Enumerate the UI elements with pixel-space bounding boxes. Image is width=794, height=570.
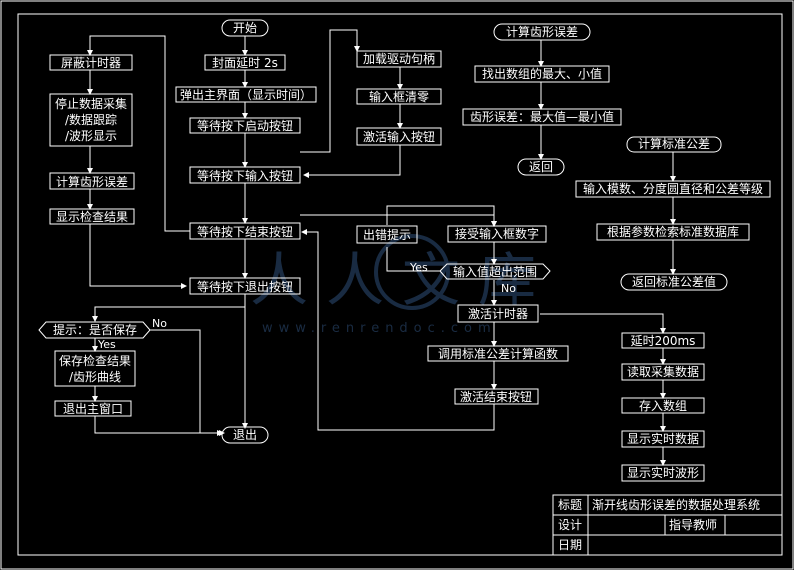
branch-labels: No Yes Yes No: [97, 261, 516, 351]
activate-end-step: 激活结束按钮: [460, 389, 532, 404]
exit-main-step: 退出主窗口: [63, 402, 123, 416]
activate-input-step: 激活输入按钮: [363, 129, 435, 144]
wait-exit-step: 等待按下退出按钮: [197, 279, 293, 294]
mask-timer-step: 屏蔽计时器: [61, 56, 121, 70]
show-main-step: 弹出主界面（显示时间）: [180, 88, 312, 102]
watermark: 人人文库 www.renrendoc.com: [250, 234, 554, 336]
calc-std-terminator: 计算标准公差: [638, 136, 710, 151]
calc-error-terminator: 计算齿形误差: [506, 24, 578, 39]
date-label: 日期: [558, 538, 582, 552]
advisor-label: 指导教师: [669, 517, 717, 532]
save-result-line1: 保存检查结果: [59, 353, 131, 368]
label-no-save: No: [152, 317, 167, 330]
stop-collect-line3: /波形显示: [65, 129, 117, 143]
read-data-step: 读取采集数据: [627, 364, 699, 379]
store-array-step: 存入数组: [639, 398, 687, 413]
inner-frame: [17, 13, 783, 556]
terminators: [221, 19, 728, 444]
return-std-terminator: 返回标准公差值: [632, 274, 716, 289]
calc-error-left-step: 计算齿形误差: [56, 174, 128, 189]
start-terminator: 开始: [233, 21, 257, 35]
title-label: 标题: [558, 498, 582, 512]
decisions: [38, 263, 551, 339]
load-handle-step: 加载驱动句柄: [363, 52, 435, 66]
call-std-step: 调用标准公差计算函数: [438, 346, 558, 361]
activate-timer-step: 激活计时器: [468, 307, 528, 321]
label-yes-save: Yes: [97, 338, 116, 351]
show-realtime-step: 显示实时数据: [627, 431, 699, 446]
input-error-step: 出错提示: [363, 227, 411, 242]
exit-terminator: 退出: [233, 428, 257, 442]
stop-collect-line1: 停止数据采集: [55, 96, 127, 111]
show-result-step: 显示检查结果: [56, 209, 128, 224]
label-no-range: No: [501, 282, 516, 295]
input-range-decision: 输入值超出范围: [453, 264, 537, 279]
wait-end-step: 等待按下结束按钮: [197, 224, 293, 239]
show-wave-step: 显示实时波形: [627, 465, 699, 480]
title-value: 渐开线齿形误差的数据处理系统: [592, 497, 760, 512]
process-boxes: [49, 50, 771, 482]
error-formula-step: 齿形误差：最大值—最小值: [470, 109, 614, 124]
find-minmax-step: 找出数组的最大、小值: [482, 66, 602, 81]
save-result-line2: /齿形曲线: [69, 370, 121, 384]
accept-input-step: 接受输入框数字: [455, 226, 539, 241]
splash-delay-step: 封面延时 2s: [212, 56, 278, 70]
watermark-brand: 人人文库: [250, 246, 554, 314]
save-prompt-decision: 提示：是否保存: [53, 322, 137, 337]
stop-collect-line2: /数据跟踪: [65, 112, 117, 127]
wait-input-step: 等待按下输入按钮: [197, 168, 293, 183]
search-db-step: 根据参数检索标准数据库: [607, 224, 739, 239]
input-params-step: 输入模数、分度圆直径和公差等级: [583, 181, 763, 196]
watermark-url: www.renrendoc.com: [262, 321, 497, 336]
design-label: 设计: [558, 518, 582, 532]
node-texts: 开始 封面延时 2s 弹出主界面（显示时间） 等待按下启动按钮 等待按下输入按钮…: [53, 21, 763, 480]
return-terminator: 返回: [529, 160, 553, 174]
connectors: [87, 29, 676, 466]
label-yes-range: Yes: [409, 261, 428, 274]
watermark-ring: [374, 234, 450, 310]
delay-step: 延时200ms: [631, 334, 696, 348]
title-block: 标题 渐开线齿形误差的数据处理系统 设计 指导教师 日期: [552, 494, 783, 556]
clear-input-step: 输入框清零: [369, 89, 429, 104]
wait-start-step: 等待按下启动按钮: [197, 118, 293, 133]
